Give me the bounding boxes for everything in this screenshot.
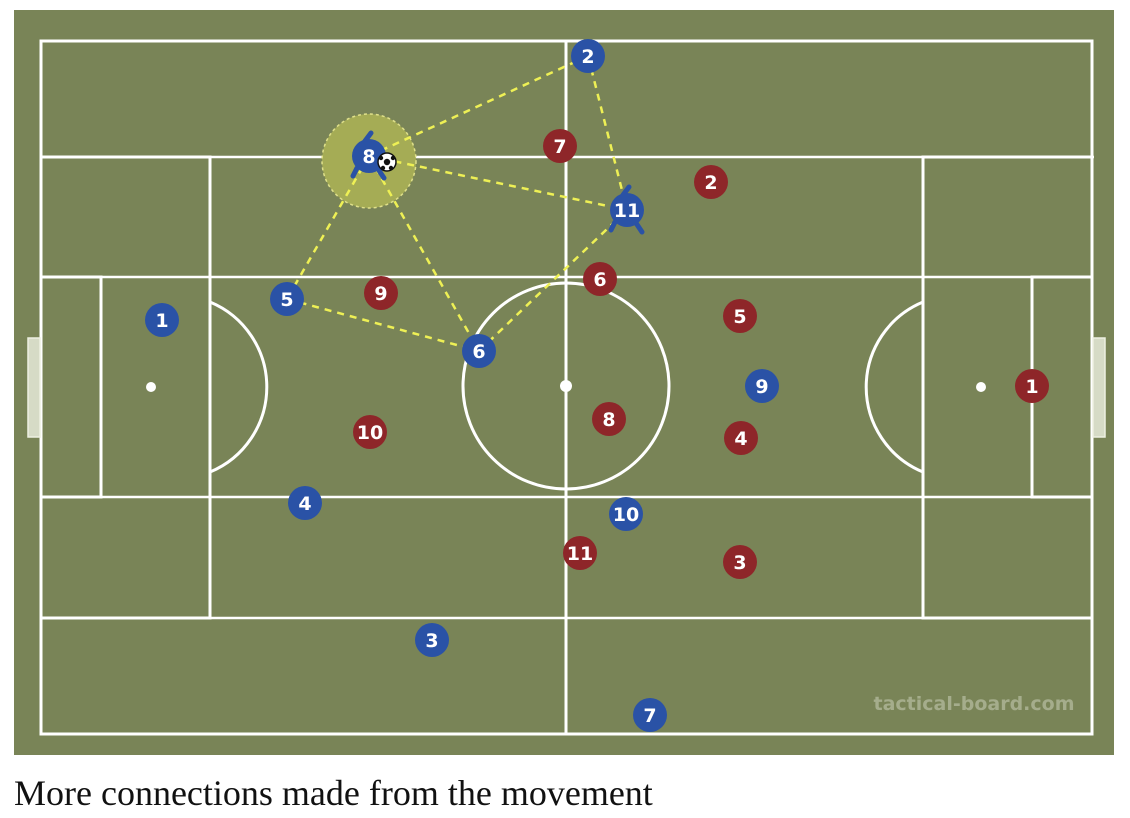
red-player-7[interactable]: 7: [543, 129, 577, 163]
right-penalty-arc: [864, 300, 924, 474]
blue-player-5[interactable]: 5: [270, 282, 304, 316]
passing-lanes: [285, 54, 629, 353]
red-player-5-number: 5: [733, 306, 746, 328]
blue-player-1-token: [145, 303, 179, 337]
red-player-6-token: [583, 262, 617, 296]
blue-player-10-number: 10: [613, 504, 639, 526]
red-player-3-token: [723, 545, 757, 579]
passing-lane-8-11: [368, 154, 628, 212]
red-player-1-token: [1015, 369, 1049, 403]
red-player-2[interactable]: 2: [694, 165, 728, 199]
blue-player-4-token: [288, 486, 322, 520]
blue-player-2-number: 2: [581, 46, 594, 68]
blue-player-11-token: [610, 193, 644, 227]
red-player-11-number: 11: [567, 543, 593, 565]
blue-player-6[interactable]: 6: [462, 334, 496, 368]
blue-player-8-number: 8: [362, 146, 375, 168]
blue-player-2-token: [571, 39, 605, 73]
red-player-10-number: 10: [357, 422, 383, 444]
blue-player-1-number: 1: [155, 310, 168, 332]
blue-player-4[interactable]: 4: [288, 486, 322, 520]
blue-player-9-token: [745, 369, 779, 403]
blue-player-5-token: [270, 282, 304, 316]
passing-lane-2-11: [586, 55, 629, 211]
red-player-6-number: 6: [593, 269, 606, 291]
red-player-2-number: 2: [704, 172, 717, 194]
blue-player-8[interactable]: 8: [350, 130, 397, 181]
red-player-9[interactable]: 9: [364, 276, 398, 310]
blue-player-7[interactable]: 7: [633, 698, 667, 732]
red-player-4-token: [724, 421, 758, 455]
blue-player-3-number: 3: [425, 630, 438, 652]
blue-player-11[interactable]: 11: [608, 184, 645, 235]
red-player-3[interactable]: 3: [723, 545, 757, 579]
blue-player-10-token: [609, 497, 643, 531]
blue-player-9[interactable]: 9: [745, 369, 779, 403]
red-player-8[interactable]: 8: [592, 402, 626, 436]
red-player-8-token: [592, 402, 626, 436]
red-player-9-token: [364, 276, 398, 310]
red-player-3-number: 3: [733, 552, 746, 574]
right-goal: [1092, 337, 1106, 438]
blue-player-2[interactable]: 2: [571, 39, 605, 73]
red-player-8-number: 8: [602, 409, 615, 431]
passing-lane-8-2: [368, 54, 589, 158]
blue-player-3-token: [415, 623, 449, 657]
red-player-10-token: [353, 415, 387, 449]
centre-circle: [461, 281, 671, 491]
red-player-11-token: [563, 536, 597, 570]
blue-player-5-number: 5: [280, 289, 293, 311]
ball-icon: [377, 152, 397, 172]
red-player-6[interactable]: 6: [583, 262, 617, 296]
blue-player-6-token: [462, 334, 496, 368]
blue-player-4-number: 4: [298, 493, 311, 515]
red-player-5-token: [723, 299, 757, 333]
red-player-4[interactable]: 4: [724, 421, 758, 455]
left-goal: [27, 337, 41, 438]
red-player-10[interactable]: 10: [353, 415, 387, 449]
blue-player-7-token: [633, 698, 667, 732]
blue-player-10[interactable]: 10: [609, 497, 643, 531]
watermark: tactical-board.com: [873, 693, 1074, 715]
red-player-1-number: 1: [1025, 376, 1038, 398]
blue-player-8-token: [352, 139, 386, 173]
blue-player-6-number: 6: [472, 341, 485, 363]
blue-player-3[interactable]: 3: [415, 623, 449, 657]
right-penalty-spot: [976, 382, 986, 392]
centre-spot: [560, 380, 572, 392]
left-goal-area: [39, 275, 103, 499]
passing-lane-8-6: [367, 155, 481, 352]
blue-player-1[interactable]: 1: [145, 303, 179, 337]
red-player-7-number: 7: [553, 136, 566, 158]
passing-lane-8-5: [285, 155, 371, 300]
red-player-5[interactable]: 5: [723, 299, 757, 333]
red-player-11[interactable]: 11: [563, 536, 597, 570]
passing-lane-6-11: [478, 209, 628, 352]
red-player-9-number: 9: [374, 283, 387, 305]
left-penalty-arc: [209, 300, 269, 474]
red-player-4-number: 4: [734, 428, 747, 450]
blue-player-7-number: 7: [643, 705, 656, 727]
red-player-7-token: [543, 129, 577, 163]
red-player-1[interactable]: 1: [1015, 369, 1049, 403]
blue-player-11-number: 11: [614, 200, 640, 222]
left-penalty-spot: [146, 382, 156, 392]
blue-player-9-number: 9: [755, 376, 768, 398]
red-player-2-token: [694, 165, 728, 199]
figure-caption: More connections made from the movement: [14, 773, 653, 813]
